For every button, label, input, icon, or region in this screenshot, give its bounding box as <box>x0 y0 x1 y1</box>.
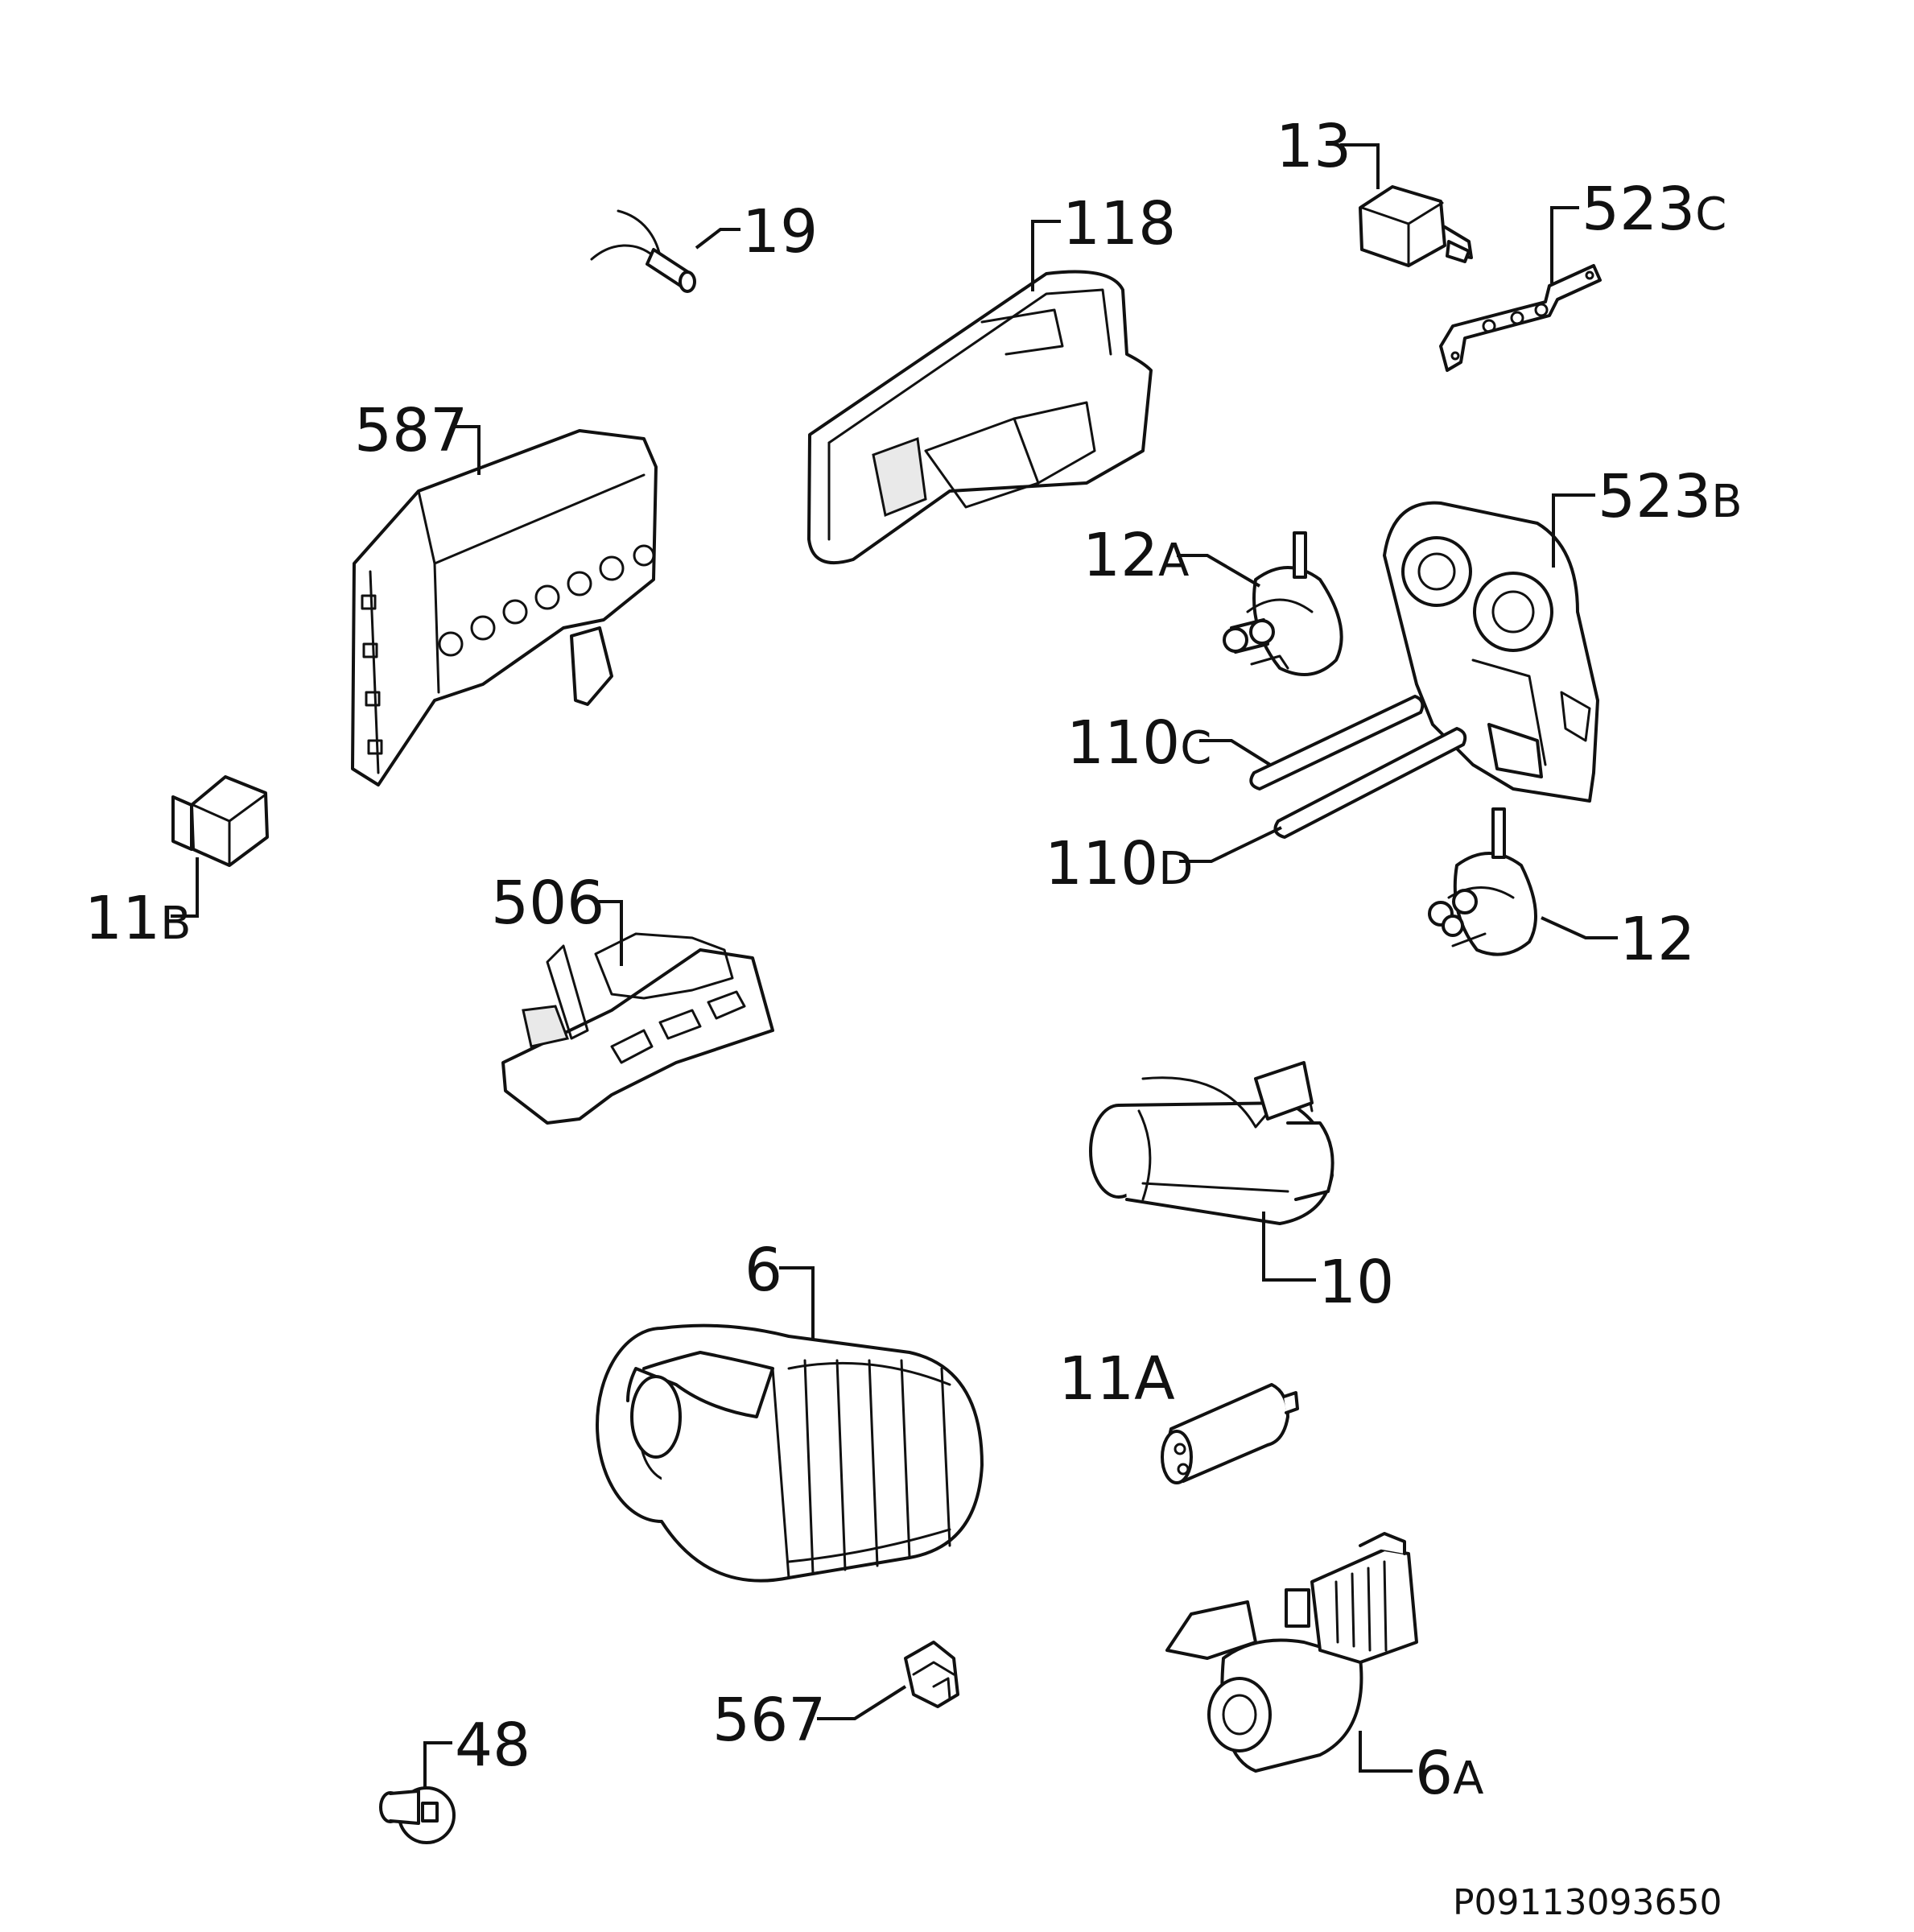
part-110c-hose <box>1249 695 1425 791</box>
callout-labels: 13 19 118 523C 587 12A 523B 110C 110D 11… <box>85 112 1743 1808</box>
part-6a-drain-pump <box>1165 1532 1418 1773</box>
leader-6a <box>1359 1731 1413 1773</box>
callout-12a: 12A <box>1083 521 1189 590</box>
part-48-plug <box>379 1786 456 1844</box>
callout-48: 48 <box>455 1711 530 1780</box>
leader-523b <box>1552 493 1595 568</box>
part-587-electronic-module <box>351 429 658 786</box>
leader-118 <box>1031 220 1061 291</box>
leader-lines <box>171 143 1618 1789</box>
leader-13 <box>1340 143 1380 189</box>
leader-506 <box>594 900 623 966</box>
leader-587 <box>455 425 481 475</box>
callout-506: 506 <box>491 869 604 938</box>
leader-567 <box>817 1685 907 1720</box>
leader-19 <box>695 228 740 250</box>
callout-523c: 523C <box>1582 175 1726 244</box>
callout-11b: 11B <box>85 884 192 953</box>
part-13-switch <box>1359 185 1473 267</box>
leader-48 <box>423 1741 452 1789</box>
part-118-control-housing <box>807 270 1153 565</box>
part-523c-bracket <box>1439 264 1602 372</box>
leader-12a <box>1177 554 1261 588</box>
leader-6 <box>779 1266 815 1340</box>
callout-6a: 6A <box>1415 1739 1483 1808</box>
part-6-motor <box>596 1323 984 1583</box>
leader-10 <box>1262 1212 1316 1282</box>
part-12-pressure-switch <box>1428 807 1537 956</box>
leader-110c <box>1199 739 1272 766</box>
callout-10: 10 <box>1318 1248 1394 1317</box>
part-523b-distributor <box>1383 501 1599 803</box>
callout-12: 12 <box>1619 905 1695 974</box>
leader-523c <box>1550 206 1579 283</box>
callout-13: 13 <box>1276 112 1351 181</box>
part-11a-capacitor <box>1161 1383 1299 1484</box>
part-10-heater <box>1089 1061 1334 1225</box>
part-12a-pressure-switch <box>1223 531 1343 676</box>
callout-19: 19 <box>742 197 818 266</box>
callout-523b: 523B <box>1598 462 1743 531</box>
callout-587: 587 <box>354 396 468 465</box>
part-110d-hose <box>1273 727 1467 839</box>
part-506-dispenser <box>501 932 774 1125</box>
drawing-code: P09113093650 <box>1453 1882 1722 1923</box>
callout-110c: 110C <box>1066 708 1211 778</box>
callout-6: 6 <box>745 1236 782 1305</box>
callout-11a: 11A <box>1058 1344 1175 1414</box>
part-11b-relay <box>171 775 269 867</box>
leader-110d <box>1179 826 1282 863</box>
part-19-sensor <box>590 209 696 293</box>
callout-118: 118 <box>1062 189 1176 258</box>
leader-11b <box>171 857 199 918</box>
callout-567: 567 <box>712 1686 826 1755</box>
leader-12 <box>1541 916 1618 939</box>
callout-110d: 110D <box>1045 829 1193 898</box>
part-567-clip <box>904 1641 959 1708</box>
